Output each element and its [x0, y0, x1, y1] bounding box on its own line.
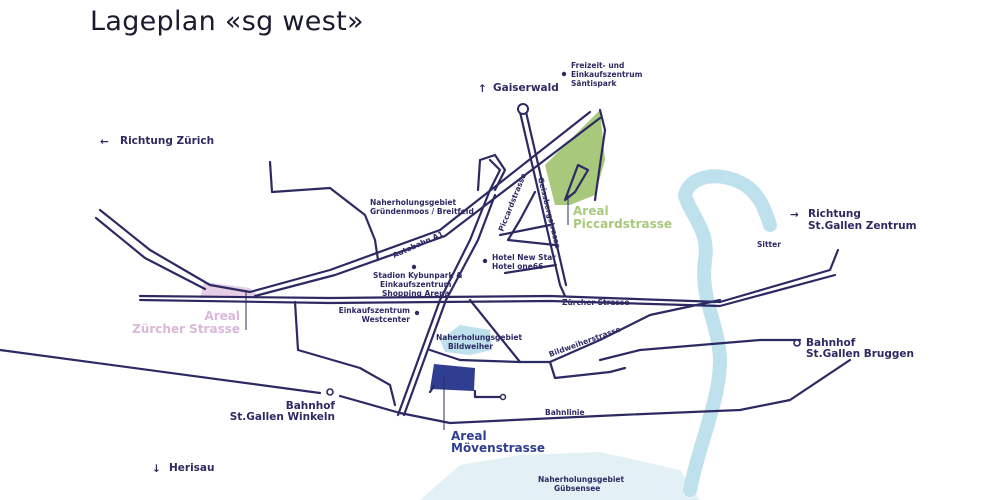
svg-text:Naherholungsgebiet: Naherholungsgebiet: [538, 475, 625, 484]
svg-text:Einkaufszentrum: Einkaufszentrum: [571, 70, 643, 79]
svg-text:Einkaufszentrum: Einkaufszentrum: [380, 280, 452, 289]
svg-text:Freizeit- und: Freizeit- und: [571, 61, 624, 70]
svg-text:Westcenter: Westcenter: [362, 315, 411, 324]
areal-piccardstrasse-label[interactable]: Piccardstrasse: [573, 217, 672, 231]
direction-herisau[interactable]: Herisau: [169, 462, 215, 474]
roads: [0, 103, 852, 425]
svg-text:Bahnlinie: Bahnlinie: [545, 408, 585, 417]
svg-text:Bahnhof: Bahnhof: [286, 400, 336, 412]
arrow-down-icon: ↓: [152, 463, 161, 475]
svg-text:Hotel New Star: Hotel New Star: [492, 253, 556, 262]
svg-text:Bildweiherstrasse: Bildweiherstrasse: [548, 325, 622, 359]
arrow-left-icon: ←: [100, 136, 109, 148]
svg-text:Bildweiher: Bildweiher: [448, 342, 493, 351]
direction-zuerich[interactable]: Richtung Zürich: [120, 135, 214, 147]
areal-zuercher-label[interactable]: Areal: [204, 309, 240, 323]
guebsensee-area: [420, 452, 700, 500]
svg-text:Gründenmoos / Breitfeld: Gründenmoos / Breitfeld: [370, 207, 474, 216]
bahnhof-bruggen-marker[interactable]: [793, 339, 801, 347]
direction-gaiserwald[interactable]: Gaiserwald: [493, 82, 559, 94]
svg-text:Naherholungsgebiet: Naherholungsgebiet: [436, 333, 523, 342]
direction-zentrum[interactable]: Richtung: [808, 208, 861, 220]
arrow-right-icon: →: [790, 209, 799, 221]
areal-piccardstrasse-area: [545, 110, 605, 205]
areal-moevenstrasse-label[interactable]: Mövenstrasse: [451, 441, 545, 455]
svg-text:Einkaufszentrum: Einkaufszentrum: [339, 306, 411, 315]
areal-zuercher-label[interactable]: Zürcher Strasse: [132, 322, 240, 336]
areal-moevenstrasse-label[interactable]: Areal: [451, 429, 487, 443]
svg-text:Hotel one66: Hotel one66: [492, 262, 543, 271]
svg-text:Stadion Kybunpark &: Stadion Kybunpark &: [373, 271, 463, 280]
direction-zentrum[interactable]: St.Gallen Zentrum: [808, 220, 917, 232]
poi-markers: [411, 71, 567, 316]
svg-text:Bahnhof: Bahnhof: [806, 337, 856, 349]
areal-piccardstrasse-label[interactable]: Areal: [573, 204, 609, 218]
poi-labels: Freizeit- und Einkaufszentrum Säntispark…: [230, 61, 914, 493]
bildweiher-area: [440, 325, 492, 355]
svg-text:Säntispark: Säntispark: [571, 79, 618, 88]
bahnhof-winkeln-marker[interactable]: [326, 388, 334, 396]
areal-moevenstrasse-area[interactable]: [430, 364, 475, 391]
arrow-up-icon: ↑: [478, 83, 487, 95]
sitter-river: [677, 169, 777, 497]
page-title: Lageplan «sg west»: [90, 6, 364, 37]
svg-text:Gübsensee: Gübsensee: [554, 484, 600, 493]
svg-text:St.Gallen Bruggen: St.Gallen Bruggen: [806, 348, 914, 360]
svg-text:Shopping Arena: Shopping Arena: [382, 289, 450, 298]
svg-text:St.Gallen Winkeln: St.Gallen Winkeln: [230, 411, 335, 423]
svg-text:Zürcher Strasse: Zürcher Strasse: [562, 298, 629, 307]
svg-text:Naherholungsgebiet: Naherholungsgebiet: [370, 198, 457, 207]
svg-text:Sitter: Sitter: [757, 240, 781, 249]
